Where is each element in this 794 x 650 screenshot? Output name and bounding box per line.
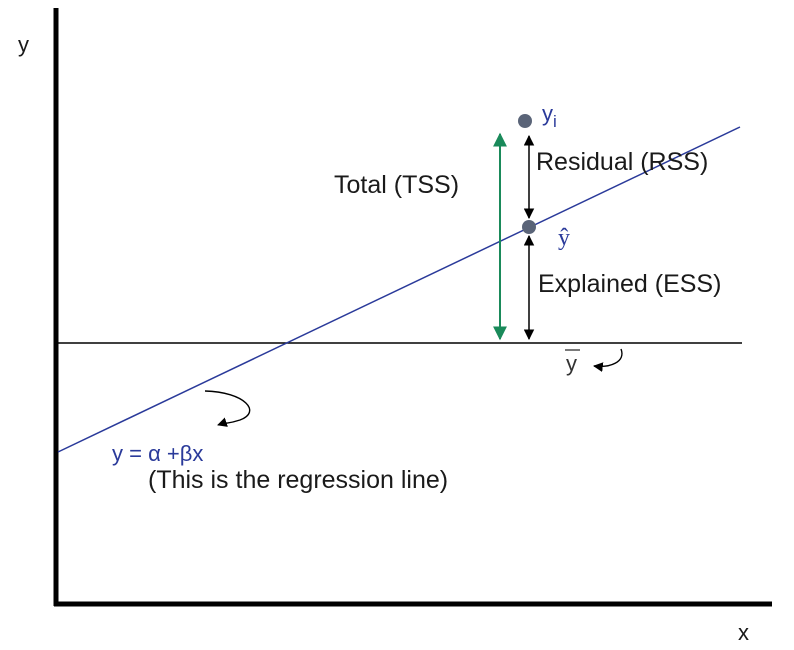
y-axis-label: y <box>18 32 29 57</box>
observed-point-label: yi <box>542 101 557 131</box>
observed-point <box>518 114 532 128</box>
regression-line <box>57 126 741 453</box>
observed-subscript: i <box>553 112 557 131</box>
total-label: Total (TSS) <box>334 171 459 199</box>
mean-curved-arrow <box>593 348 623 372</box>
fitted-point-label: ŷ <box>558 225 570 251</box>
regression-caption: (This is the regression line) <box>148 466 448 494</box>
fitted-point <box>522 220 536 234</box>
mean-label: y <box>566 351 577 376</box>
residual-label: Residual (RSS) <box>536 148 708 176</box>
explained-label: Explained (ESS) <box>538 270 721 298</box>
regression-curved-arrow <box>204 390 251 427</box>
regression-equation: y = α +βx <box>112 441 203 466</box>
x-axis-label: x <box>738 620 749 645</box>
